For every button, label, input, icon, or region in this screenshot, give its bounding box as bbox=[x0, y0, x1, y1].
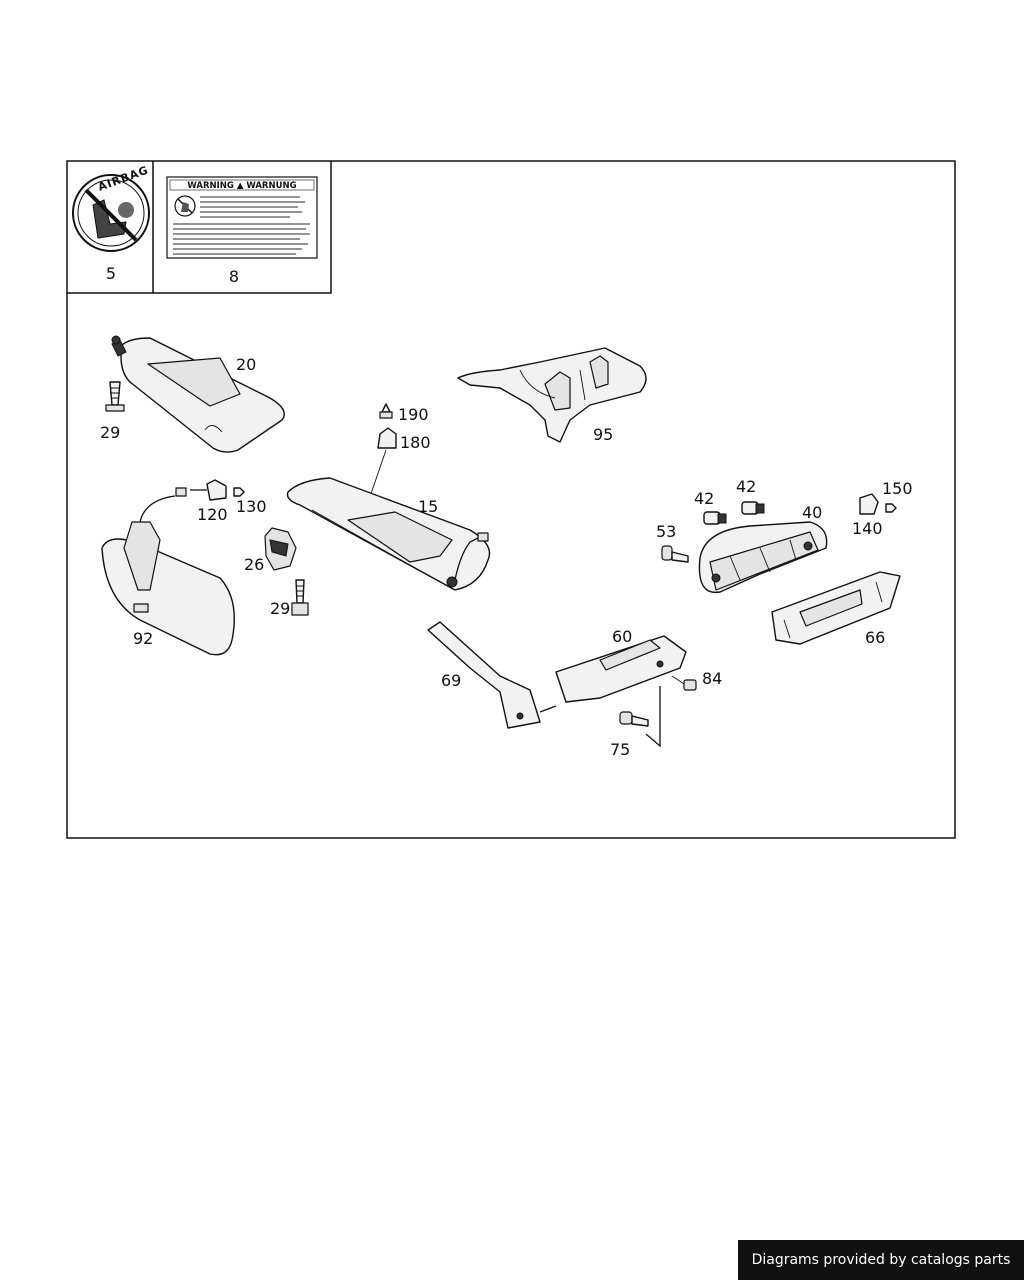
nut-84 bbox=[683, 679, 697, 691]
socket-140 bbox=[859, 493, 879, 515]
label-92: 92 bbox=[133, 629, 153, 648]
rearview-mirror-92 bbox=[101, 495, 235, 656]
label-boxes-divider bbox=[67, 161, 332, 294]
footer-credit-badge[interactable]: Diagrams provided by catalogs parts bbox=[738, 1240, 1024, 1280]
label-20: 20 bbox=[236, 355, 256, 374]
label-69: 69 bbox=[441, 671, 461, 690]
label-130: 130 bbox=[236, 497, 267, 516]
label-8: 8 bbox=[229, 267, 239, 286]
label-29-top: 29 bbox=[100, 423, 120, 442]
screw-29-bottom bbox=[291, 579, 309, 616]
console-bracket-95 bbox=[457, 347, 647, 443]
leader-75 bbox=[645, 686, 661, 748]
label-75: 75 bbox=[610, 740, 630, 759]
socket-180 bbox=[377, 427, 397, 449]
label-53: 53 bbox=[656, 522, 676, 541]
bulb-42-left bbox=[703, 511, 727, 525]
bracket-69 bbox=[427, 621, 541, 729]
diagram-frame bbox=[66, 160, 956, 839]
label-40: 40 bbox=[802, 503, 822, 522]
label-15: 15 bbox=[418, 497, 438, 516]
airbag-sticker: AIRBAG bbox=[72, 163, 150, 252]
clip-26 bbox=[264, 527, 297, 571]
interior-light-40 bbox=[698, 521, 828, 594]
bulb-42-right bbox=[741, 501, 765, 515]
label-95: 95 bbox=[593, 425, 613, 444]
label-29-bottom: 29 bbox=[270, 599, 290, 618]
label-42-left: 42 bbox=[694, 489, 714, 508]
warning-sticker: WARNING ▲ WARNUNG bbox=[166, 176, 318, 259]
label-60: 60 bbox=[612, 627, 632, 646]
leader-84 bbox=[671, 675, 685, 685]
label-150: 150 bbox=[882, 479, 913, 498]
connector-120 bbox=[175, 479, 227, 501]
label-42-right: 42 bbox=[736, 477, 756, 496]
sun-visor-left bbox=[111, 335, 285, 453]
screw-29-top bbox=[105, 381, 125, 412]
label-66: 66 bbox=[865, 628, 885, 647]
label-180: 180 bbox=[400, 433, 431, 452]
mounting-plate-60 bbox=[555, 635, 687, 703]
label-5: 5 bbox=[106, 264, 116, 283]
label-140: 140 bbox=[852, 519, 883, 538]
bulb-190 bbox=[379, 403, 393, 419]
terminal-130 bbox=[233, 487, 245, 497]
bracket-66 bbox=[771, 571, 901, 645]
sun-visor-right bbox=[286, 477, 491, 591]
label-26: 26 bbox=[244, 555, 264, 574]
leader-69 bbox=[539, 705, 557, 713]
screw-75 bbox=[619, 711, 649, 727]
warning-sticker-title: WARNING ▲ WARNUNG bbox=[187, 181, 296, 191]
screw-53 bbox=[661, 545, 689, 563]
warning-sticker-fine-print bbox=[173, 196, 310, 255]
label-120: 120 bbox=[197, 505, 228, 524]
label-84: 84 bbox=[702, 669, 722, 688]
label-190: 190 bbox=[398, 405, 429, 424]
terminal-150 bbox=[885, 503, 897, 513]
